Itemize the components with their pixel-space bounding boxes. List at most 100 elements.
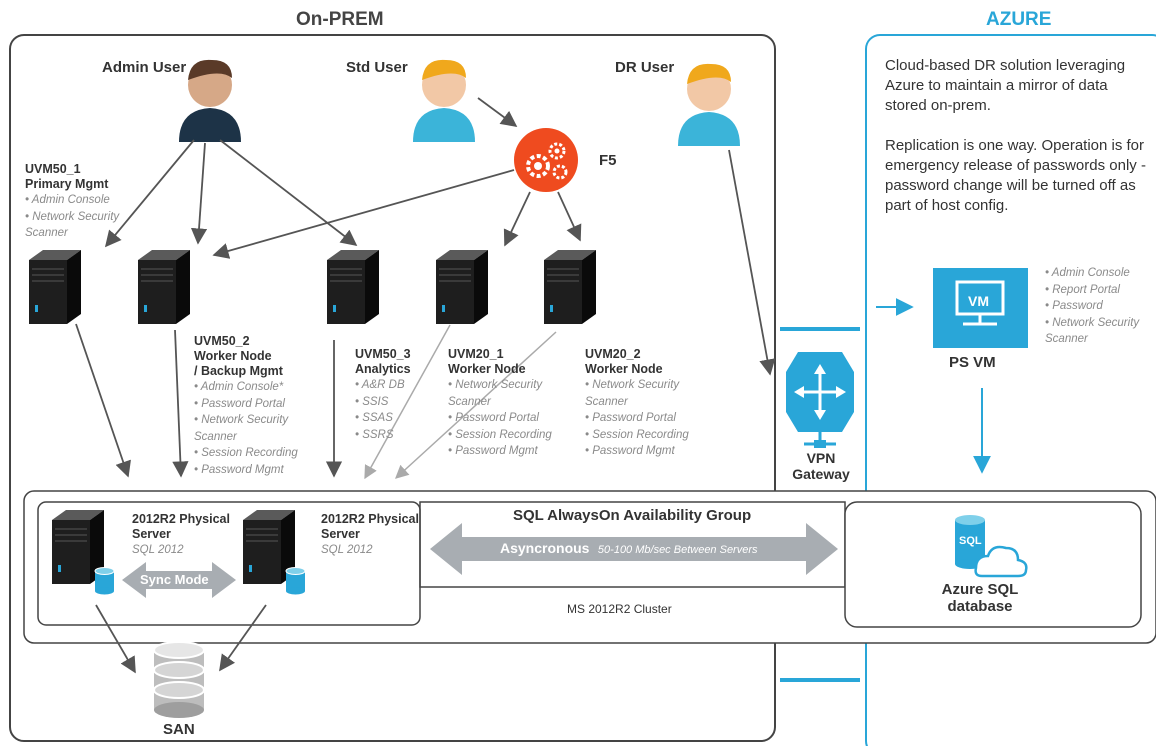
node-service: Scanner <box>194 430 237 443</box>
server-uvm50-2-icon <box>138 250 190 324</box>
azure-frame <box>865 34 1156 746</box>
san-label: SAN <box>163 721 195 738</box>
vpn-gateway-icon <box>786 352 854 448</box>
sql-db-icon <box>285 567 306 595</box>
vm-service: • Network Security <box>1045 316 1140 329</box>
node-service: • Admin Console* <box>194 381 284 393</box>
node-title: UVM20_1 <box>448 347 504 361</box>
physical-server-2-label: 2012R2 Physical Server SQL 2012 <box>321 512 419 559</box>
dr-user-label: DR User <box>615 59 675 76</box>
node-uvm20-2: UVM20_2 Worker Node • Network Security S… <box>585 347 689 460</box>
async-detail: 50-100 Mb/sec Between Servers <box>597 544 758 556</box>
async-label-group: Asyncronous 50-100 Mb/sec Between Server… <box>500 540 758 558</box>
ps-vm-label: PS VM <box>949 354 996 371</box>
node-subtitle: Primary Mgmt <box>25 177 109 191</box>
light-connector-arrows <box>364 324 557 480</box>
azure-sql-icon <box>955 515 1028 578</box>
vpn-label-line: VPN <box>806 450 836 466</box>
cluster-label: MS 2012R2 Cluster <box>567 602 672 616</box>
azure-header: AZURE <box>986 9 1052 30</box>
std-user-label: Std User <box>346 59 408 76</box>
vm-service: • Password <box>1045 300 1103 312</box>
node-service: • Password Portal <box>585 412 676 424</box>
ps-vm-icon-text: VM <box>968 293 989 309</box>
node-service: • Network Security <box>585 379 680 391</box>
azure-description-1: Cloud-based DR solution leveraging Azure… <box>885 57 1126 114</box>
node-service: • Network Security <box>25 210 120 223</box>
azure-sql-label-line: database <box>947 598 1013 615</box>
node-title: UVM50_3 <box>355 347 411 361</box>
node-uvm20-1: UVM20_1 Worker Node • Network Security S… <box>448 347 552 460</box>
server-uvm20-1-icon <box>436 250 488 324</box>
node-service: • Network Security <box>194 414 289 426</box>
san-storage-icon <box>153 641 205 718</box>
node-uvm50-2: UVM50_2 Worker Node / Backup Mgmt • Admi… <box>194 334 298 478</box>
node-service: • Password Mgmt <box>448 445 538 457</box>
f5-label: F5 <box>599 152 617 169</box>
node-title: UVM50_2 <box>194 334 250 348</box>
node-subtitle: Analytics <box>355 362 411 376</box>
node-service: Scanner <box>585 395 628 408</box>
server-uvm50-1-icon <box>29 250 81 324</box>
f5-load-balancer-icon <box>514 128 578 192</box>
server-title: 2012R2 Physical <box>132 512 230 526</box>
node-uvm50-1: UVM50_1 Primary Mgmt • Admin Console • N… <box>25 162 119 242</box>
vpn-label-line: Gateway <box>792 466 850 482</box>
server-sql-version: SQL 2012 <box>132 544 184 556</box>
node-subtitle: Worker Node <box>194 349 272 363</box>
node-service: • Session Recording <box>448 428 552 441</box>
node-service: • Network Security <box>448 379 543 391</box>
dr-user-icon <box>678 63 740 146</box>
server-title: Server <box>132 527 171 541</box>
server-title: Server <box>321 527 360 541</box>
std-user-icon <box>413 59 475 142</box>
azure-sql-label: Azure SQL database <box>930 581 1030 615</box>
onprem-header: On-PREM <box>296 9 384 30</box>
onprem-frame <box>9 34 776 742</box>
node-service: • Password Mgmt <box>194 463 284 476</box>
ps-vm-services: • Admin Console • Report Portal • Passwo… <box>1045 265 1139 348</box>
vm-service: Scanner <box>1045 333 1088 345</box>
node-subtitle: Worker Node <box>585 362 663 376</box>
node-subtitle: / Backup Mgmt <box>194 364 283 378</box>
vpn-gateway-label: VPN Gateway <box>788 450 854 482</box>
node-service: • Password Mgmt <box>585 445 675 457</box>
node-service: • SSIS <box>355 395 389 408</box>
node-service: • Admin Console <box>25 194 110 206</box>
server-title: 2012R2 Physical <box>321 512 419 526</box>
node-service: • Session Recording <box>585 428 689 441</box>
physical-server-1-label: 2012R2 Physical Server SQL 2012 <box>132 512 230 559</box>
azure-sql-icon-text: SQL <box>959 535 982 547</box>
async-label: Asyncronous <box>500 540 590 556</box>
node-subtitle: Worker Node <box>448 362 526 376</box>
node-service: • Password Portal <box>448 412 539 424</box>
node-service: • SSAS <box>355 412 393 424</box>
azure-sql-label-line: Azure SQL <box>941 581 1019 598</box>
node-uvm50-3: UVM50_3 Analytics • A&R DB • SSIS • SSAS… <box>355 347 411 443</box>
connector-arrows <box>75 97 776 674</box>
admin-user-icon <box>179 59 241 142</box>
node-title: UVM50_1 <box>25 162 81 176</box>
azure-arrows <box>876 298 991 474</box>
admin-user-label: Admin User <box>102 59 187 76</box>
server-sql-version: SQL 2012 <box>321 544 373 556</box>
ps-vm-icon <box>933 268 1028 348</box>
availability-group-title: SQL AlwaysOn Availability Group <box>513 507 752 524</box>
vm-service: • Admin Console <box>1045 267 1130 279</box>
azure-description-2: Replication is one way. Operation is for… <box>885 137 1146 214</box>
node-service: • Session Recording <box>194 447 298 459</box>
async-replication-arrow <box>430 523 838 575</box>
node-service: Scanner <box>448 395 491 408</box>
node-service: • SSRS <box>355 428 394 441</box>
sync-mode-label: Sync Mode <box>140 572 209 587</box>
node-service: • A&R DB <box>355 379 405 391</box>
node-title: UVM20_2 <box>585 347 641 361</box>
node-service: • Password Portal <box>194 397 285 410</box>
server-uvm50-3-icon <box>327 250 379 324</box>
vm-service: • Report Portal <box>1045 283 1120 296</box>
node-service: Scanner <box>25 227 68 239</box>
sync-mode-arrow <box>122 562 236 598</box>
server-uvm20-2-icon <box>544 250 596 324</box>
sql-db-icon <box>94 567 115 595</box>
